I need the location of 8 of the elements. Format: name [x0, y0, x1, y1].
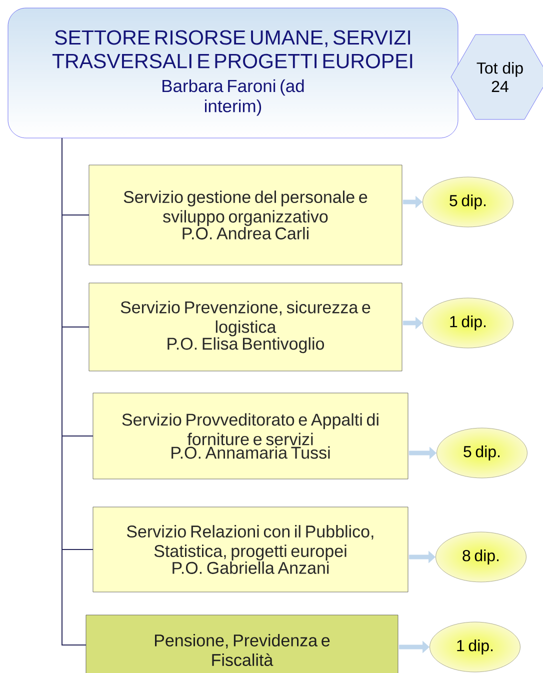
connector-line: [62, 138, 86, 646]
total-hexagon: Tot dip 24: [450, 34, 543, 120]
service-box: Servizio Provveditorato e Appalti di forniture e servizi P.O. Annamaria Tussi: [92, 392, 408, 480]
service-box: Servizio gestione del personale e sviluppo organizzativo P.O. Andrea Carli: [88, 164, 402, 266]
department-box: SETTORE RISORSE UMANE, SERVIZI TRASVERSALI E PROGETTI EUROPEI Barbara Faroni (ad interim): [8, 8, 458, 138]
service-box: Pensione, Previdenza e Fiscalità: [86, 614, 398, 673]
service-box: Servizio Prevenzione, sicurezza e logistica P.O. Elisa Bentivoglio: [88, 282, 402, 372]
service-box: Servizio Relazioni con il Pubblico, Statistica, progetti europei P.O. Gabriella Anzani: [92, 506, 408, 592]
